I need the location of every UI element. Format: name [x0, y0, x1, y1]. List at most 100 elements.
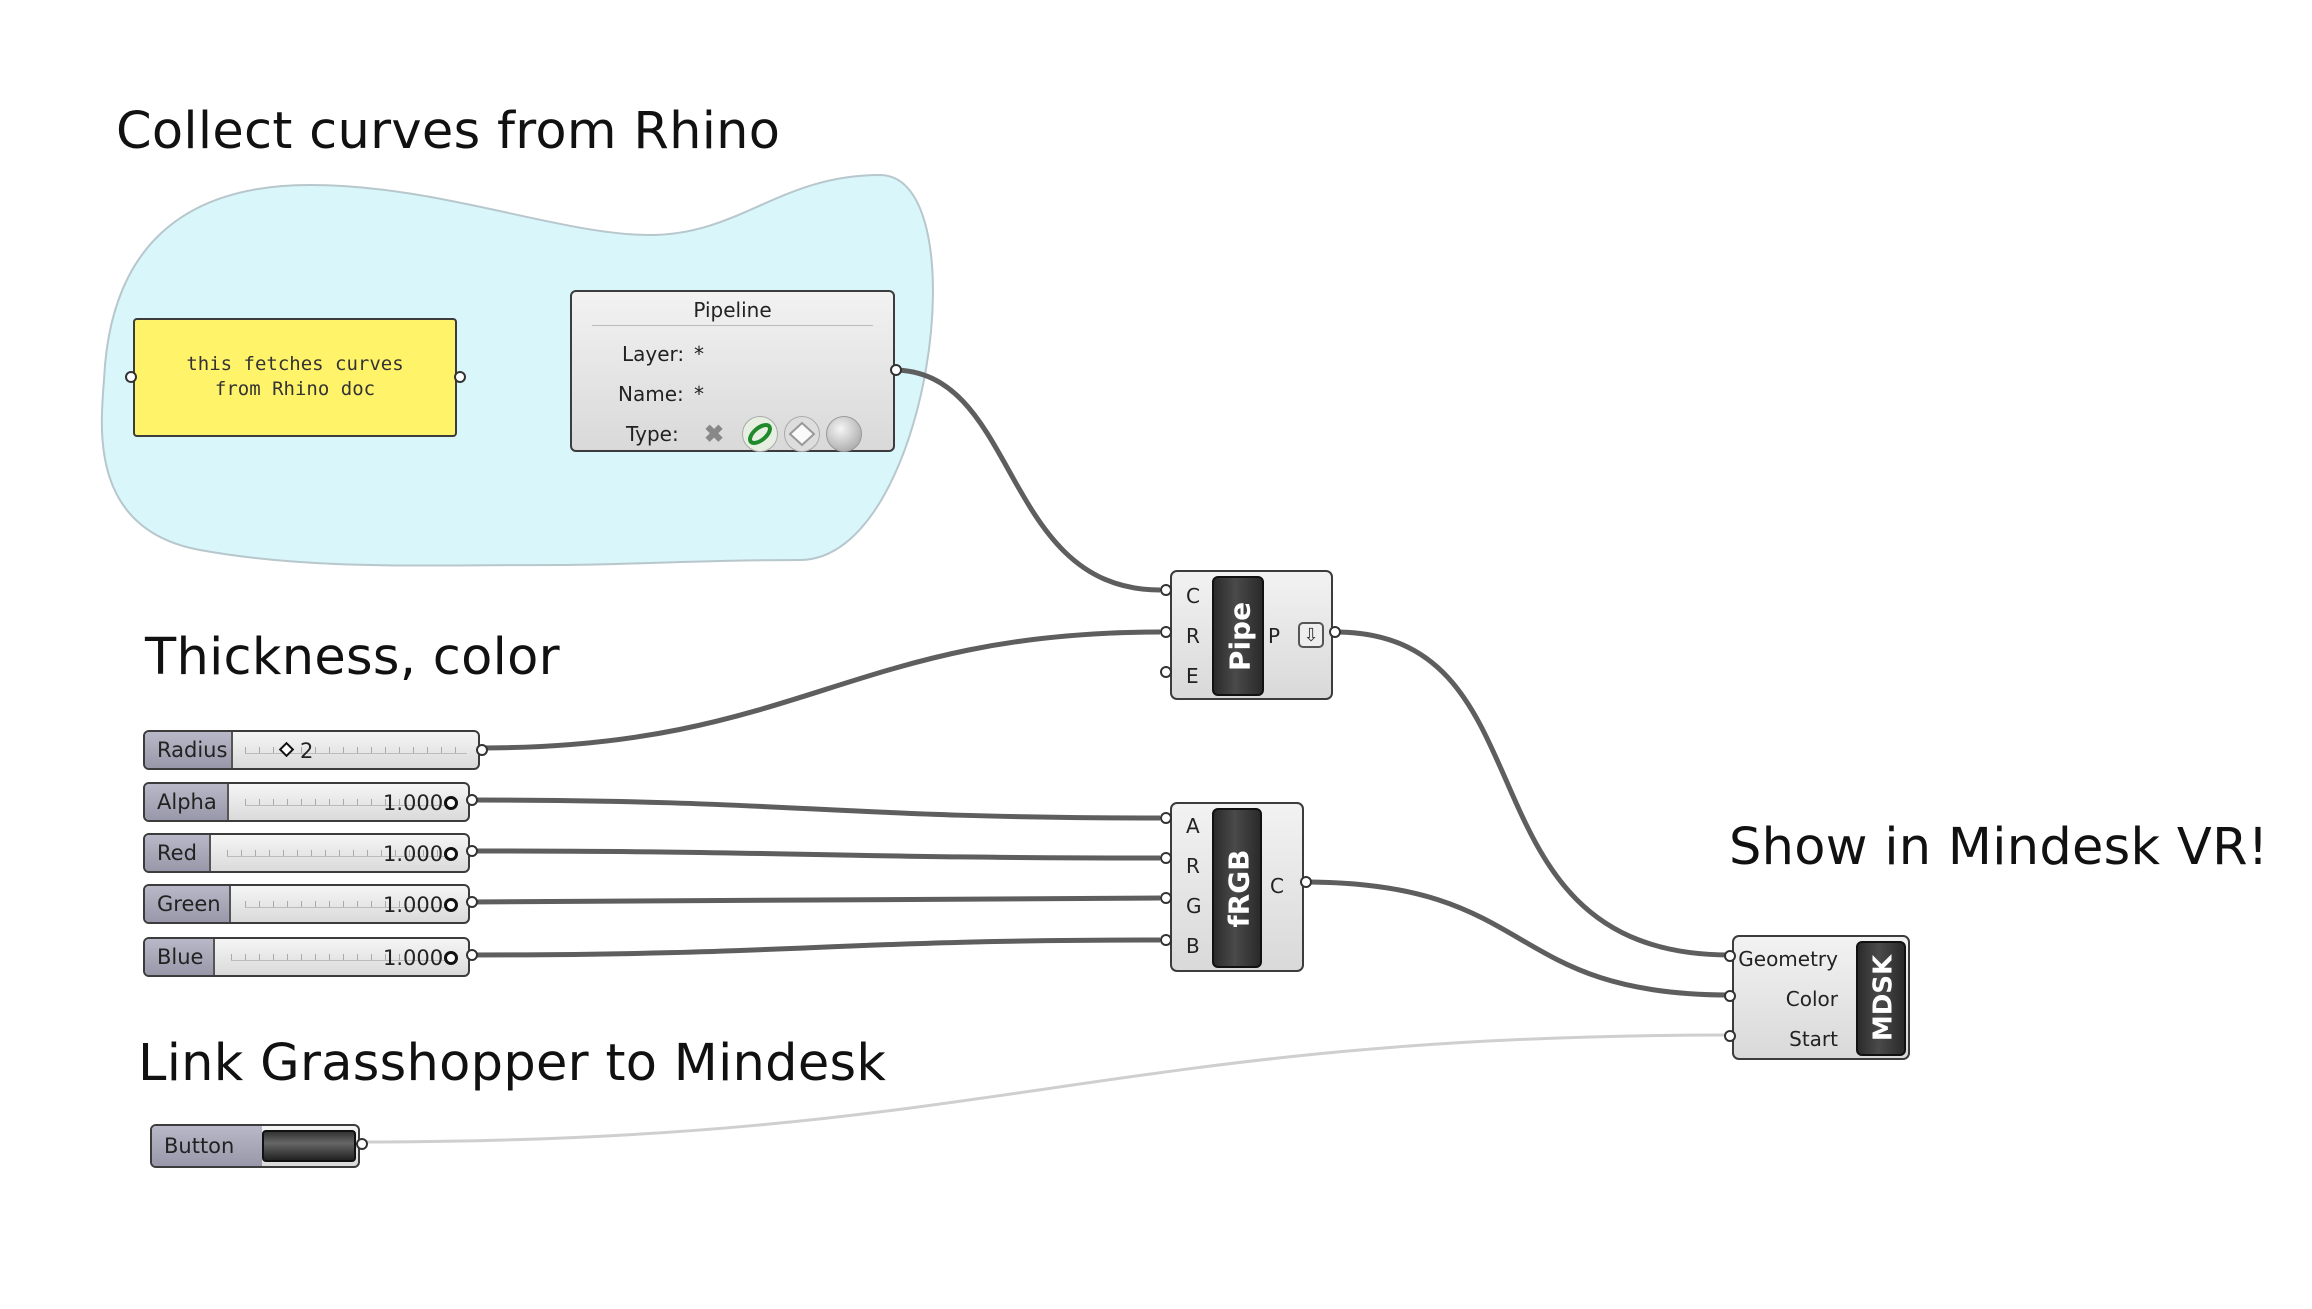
frgb-input-a: A [1186, 814, 1200, 838]
pipeline-layer-value[interactable]: * [694, 342, 704, 366]
blue-slider-track [231, 954, 445, 961]
panel-input-grip[interactable] [125, 371, 137, 383]
alpha-slider-value: 1.000 [383, 791, 444, 815]
alpha-slider[interactable]: Alpha 1.000 [143, 782, 470, 822]
pipe-input-c: C [1186, 584, 1200, 608]
group-blob [100, 173, 934, 567]
frgb-input-b-grip[interactable] [1160, 934, 1172, 946]
type-point-icon[interactable]: ✖ [704, 421, 725, 448]
green-output-grip[interactable] [466, 896, 478, 908]
blue-slider[interactable]: Blue 1.000 [143, 937, 470, 977]
alpha-slider-knob[interactable] [444, 796, 458, 810]
wire-pipe-to-mdsk [1334, 629, 1731, 958]
pipeline-name-label: Name: [618, 382, 684, 406]
blue-slider-value: 1.000 [383, 946, 444, 970]
pipeline-output-grip[interactable] [890, 364, 902, 376]
pipeline-title: Pipeline [693, 298, 772, 322]
frgb-input-g: G [1186, 894, 1202, 918]
mdsk-input-color: Color [1785, 987, 1838, 1011]
frgb-output-grip[interactable] [1300, 876, 1312, 888]
mindesk-component[interactable]: Geometry Color Start MDSK [1732, 935, 1910, 1060]
red-slider-track [227, 850, 445, 857]
pipe-component[interactable]: C R E Pipe P ⇩ [1170, 570, 1333, 700]
radius-slider-name: Radius [145, 732, 233, 768]
pipeline-layer-label: Layer: [622, 342, 685, 366]
alpha-output-grip[interactable] [466, 794, 478, 806]
alpha-slider-track [245, 799, 445, 806]
pipe-output-p: P [1268, 624, 1281, 648]
frgb-input-r-grip[interactable] [1160, 852, 1172, 864]
type-mesh-icon[interactable] [826, 416, 862, 452]
button-component[interactable]: Button [150, 1124, 360, 1168]
radius-slider-value: 2 [300, 739, 314, 763]
button-face[interactable] [262, 1130, 356, 1162]
heading-link: Link Grasshopper to Mindesk [138, 1034, 887, 1093]
mdsk-core: MDSK [1856, 941, 1906, 1056]
pipe-name: Pipe [1223, 601, 1257, 672]
heading-show: Show in Mindesk VR! [1729, 818, 2269, 877]
button-label: Button [152, 1126, 262, 1166]
frgb-component[interactable]: A R G B fRGB C [1170, 802, 1304, 972]
blue-slider-name: Blue [145, 939, 215, 975]
note-line-2: from Rhino doc [214, 378, 376, 400]
frgb-input-r: R [1186, 854, 1200, 878]
radius-output-grip[interactable] [476, 744, 488, 756]
red-output-grip[interactable] [466, 845, 478, 857]
pipe-output-grip[interactable] [1329, 626, 1341, 638]
red-slider-knob[interactable] [444, 847, 458, 861]
button-output-grip[interactable] [356, 1138, 368, 1150]
wire-radius-to-pipe [479, 629, 1161, 751]
graft-icon[interactable]: ⇩ [1298, 622, 1324, 648]
wire-button-to-mdsk [361, 1033, 1731, 1144]
mdsk-input-start-grip[interactable] [1724, 1030, 1736, 1042]
pipe-input-c-grip[interactable] [1160, 584, 1172, 596]
radius-slider-track [245, 747, 467, 754]
frgb-input-a-grip[interactable] [1160, 812, 1172, 824]
type-brep-icon[interactable] [784, 416, 820, 452]
wire-green-to-frgb [469, 895, 1161, 905]
blue-slider-knob[interactable] [444, 951, 458, 965]
green-slider-track [245, 901, 445, 908]
green-slider-value: 1.000 [383, 893, 444, 917]
mdsk-name: MDSK [1868, 954, 1899, 1042]
note-line-1: this fetches curves [186, 353, 404, 375]
type-curve-icon[interactable] [742, 416, 778, 452]
mdsk-input-geometry-grip[interactable] [1724, 950, 1736, 962]
pipe-input-e-grip[interactable] [1160, 666, 1172, 678]
frgb-name: fRGB [1222, 849, 1256, 928]
panel-output-grip[interactable] [454, 371, 466, 383]
wire-blue-to-frgb [469, 937, 1161, 958]
wire-frgb-to-mdsk [1303, 879, 1731, 998]
frgb-core: fRGB [1212, 808, 1262, 968]
green-slider-knob[interactable] [444, 898, 458, 912]
blue-output-grip[interactable] [466, 949, 478, 961]
frgb-input-g-grip[interactable] [1160, 892, 1172, 904]
green-slider[interactable]: Green 1.000 [143, 884, 470, 924]
heading-thickness: Thickness, color [145, 628, 560, 687]
alpha-slider-name: Alpha [145, 784, 229, 820]
green-slider-name: Green [145, 886, 231, 922]
frgb-output-c: C [1270, 874, 1284, 898]
red-slider-name: Red [145, 835, 211, 871]
pipeline-divider [592, 325, 873, 326]
mdsk-input-start: Start [1789, 1027, 1838, 1051]
wire-red-to-frgb [469, 848, 1161, 861]
pipe-input-e: E [1186, 664, 1199, 688]
pipe-core: Pipe [1212, 576, 1264, 696]
pipe-input-r: R [1186, 624, 1200, 648]
red-slider[interactable]: Red 1.000 [143, 833, 470, 873]
red-slider-value: 1.000 [383, 842, 444, 866]
wire-pipeline-to-pipe [892, 367, 1161, 593]
note-panel[interactable]: this fetches curves from Rhino doc [133, 318, 457, 437]
mdsk-input-color-grip[interactable] [1724, 990, 1736, 1002]
pipeline-component[interactable]: Pipeline Layer: * Name: * Type: ✖ [570, 290, 895, 452]
pipeline-name-value[interactable]: * [694, 382, 704, 406]
radius-slider[interactable]: Radius 2 [143, 730, 480, 770]
radius-slider-knob[interactable] [278, 741, 295, 758]
frgb-input-b: B [1186, 934, 1200, 958]
pipeline-type-label: Type: [626, 422, 679, 446]
heading-collect: Collect curves from Rhino [116, 102, 781, 161]
mdsk-input-geometry: Geometry [1738, 947, 1838, 971]
pipe-input-r-grip[interactable] [1160, 626, 1172, 638]
